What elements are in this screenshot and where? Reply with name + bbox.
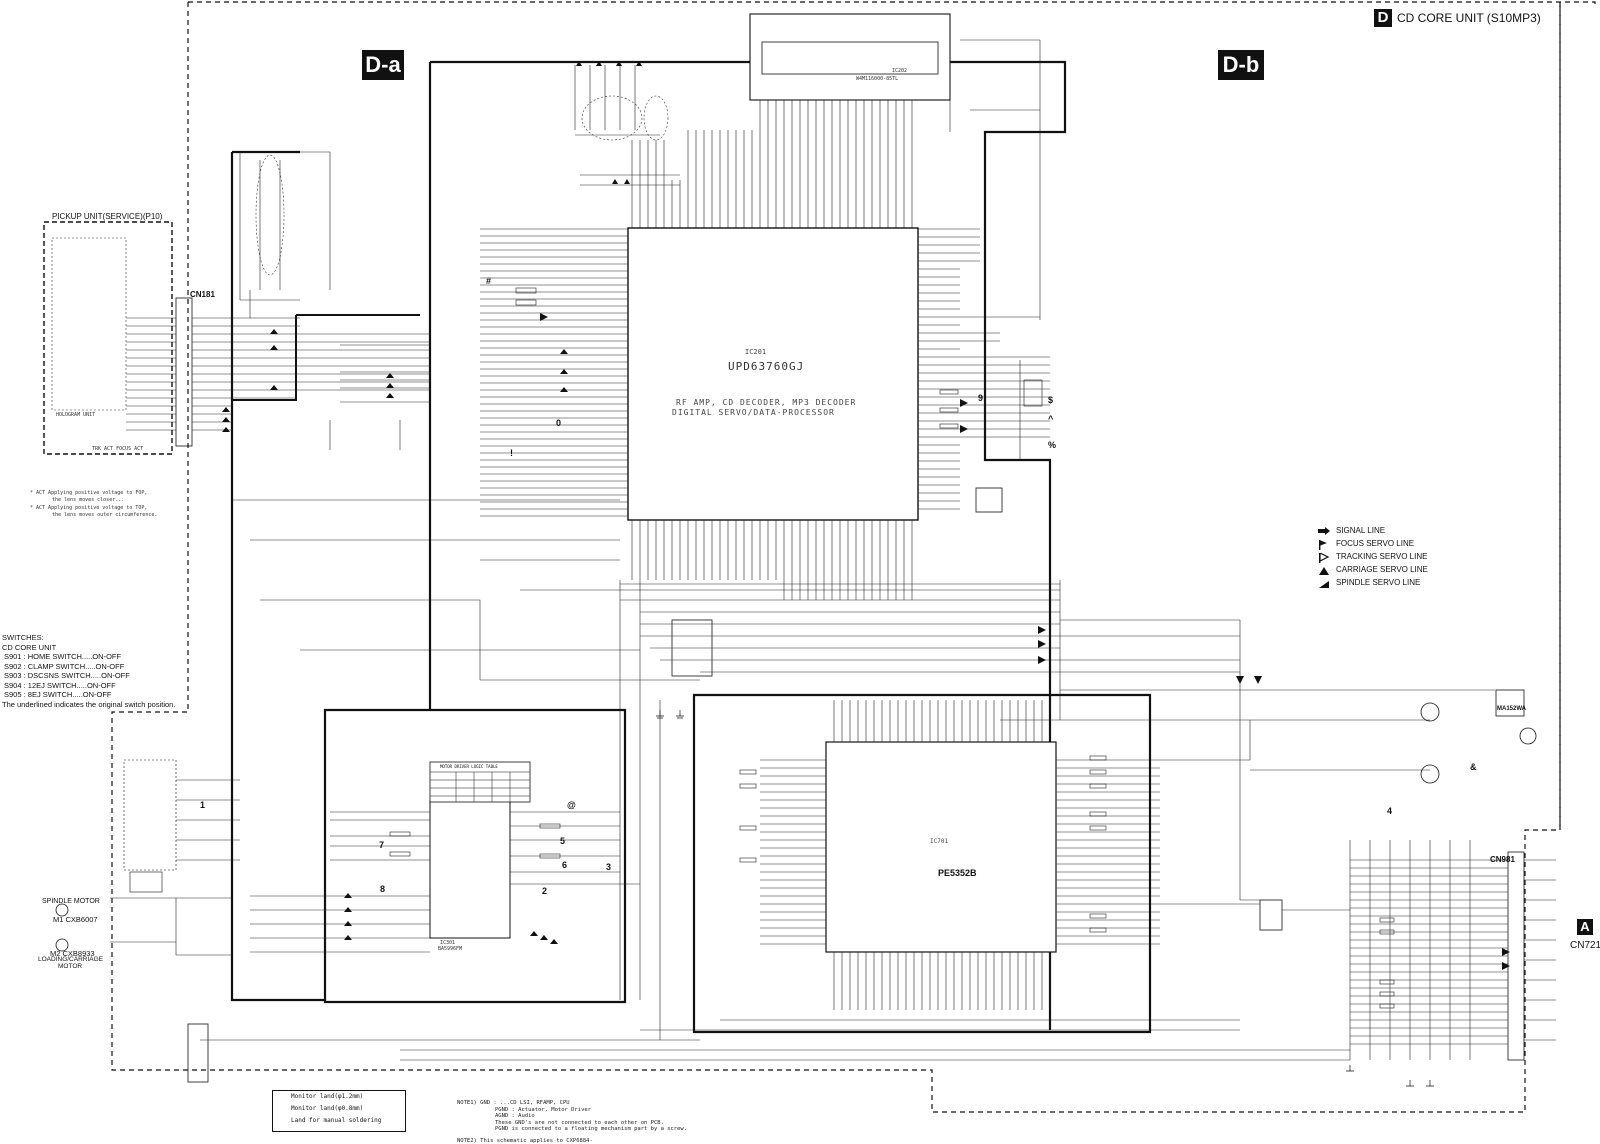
pickup-unit-box — [43, 221, 173, 455]
legend-signal-line: SIGNAL LINE — [1318, 526, 1385, 535]
legend-label: CARRIAGE SERVO LINE — [1336, 565, 1428, 574]
cn981-body — [1507, 851, 1525, 1061]
marker-caret: ^ — [1048, 414, 1054, 424]
marker-7: 7 — [379, 840, 385, 850]
monitor-land-large: Monitor land(φ1.2mm) — [291, 1093, 364, 1100]
pickup-unit-title: PICKUP UNIT(SERVICE)(P10) — [52, 212, 163, 221]
switch-s903: S903 : DSCSNS SWITCH.....ON-OFF — [4, 671, 130, 680]
ic701-part: PE5352B — [938, 868, 977, 878]
footnote-block: NOTE1) GND : ...CD LSI, RFAMP, CPU PGND … — [457, 1100, 687, 1133]
switches-unit: CD CORE UNIT — [2, 642, 57, 652]
arrow-right-icon — [1318, 526, 1330, 535]
section-db-tag: D-b — [1218, 50, 1264, 80]
marker-exclaim: ! — [510, 448, 513, 458]
ic201-body — [627, 227, 919, 521]
actuator-label: TRK ACT FOCUS ACT — [92, 446, 144, 452]
marker-9: 9 — [978, 393, 984, 403]
motor-driver-ic — [429, 799, 511, 939]
legend-label: SPINDLE SERVO LINE — [1336, 578, 1421, 587]
monitor-land-small: Monitor land(φ0.8mm) — [291, 1105, 364, 1112]
marker-0: 0 — [556, 418, 562, 428]
legend-focus-servo: FOCUS SERVO LINE — [1318, 539, 1415, 550]
note1-line3: AGND : Audio — [495, 1113, 535, 1120]
switch-s904: S904 : 12EJ SWITCH.....ON-OFF — [4, 680, 116, 690]
marker-6: 6 — [562, 860, 568, 870]
section-divider — [323, 62, 627, 1004]
motor-driver-table-title: MOTOR DRIVER LOGIC TABLE — [440, 764, 498, 769]
spindle-motor-part: M1 CXB6007 — [53, 915, 98, 924]
marker-5: 5 — [560, 836, 566, 846]
switch-s901: S901 : HOME SWITCH.....ON-OFF — [4, 652, 122, 661]
marker-3: 3 — [606, 862, 612, 872]
focus-servo-icon — [1318, 539, 1330, 550]
ic701-body — [825, 741, 1057, 953]
switches-note: The underlined indicates the original sw… — [2, 699, 176, 709]
note2: NOTE2) This schematic applies to CXP6884… — [457, 1138, 593, 1144]
cn181-body — [175, 297, 193, 447]
marker-2: 2 — [542, 886, 548, 896]
note1-line5: PGND is connected to a floating mechanis… — [495, 1126, 688, 1133]
monitor-legend-box: Monitor land(φ1.2mm) Monitor land(φ0.8mm… — [272, 1090, 406, 1132]
legend-tracking-servo: TRACKING SERVO LINE — [1318, 551, 1428, 563]
marker-4: 4 — [1387, 806, 1393, 816]
connector-cn721-label: CN721 — [1570, 940, 1600, 951]
ic201-desc-2: DIGITAL SERVO/DATA-PROCESSOR — [672, 408, 835, 417]
hologram-unit-label: HOLOGRAM UNIT — [56, 412, 96, 418]
loading-motor-title-1: LOADING/CARRIAGE — [38, 956, 104, 963]
tracking-servo-icon — [1318, 551, 1330, 563]
spindle-motor-title: SPINDLE MOTOR — [42, 898, 100, 905]
pickup-note-4: the lens moves outer circumference. — [52, 512, 158, 518]
pickup-note-1: * ACT Applying positive voltage to FOP, — [30, 490, 148, 496]
marker-hash: # — [486, 276, 492, 286]
loading-motor-title-2: MOTOR — [58, 963, 83, 970]
cn181-label: CN181 — [190, 290, 215, 299]
manual-solder-land: Land for manual soldering — [291, 1117, 382, 1124]
marker-8: 8 — [380, 884, 386, 894]
switches-block: SWITCHES: CD CORE UNIT S901 : HOME SWITC… — [2, 633, 175, 709]
legend-label: TRACKING SERVO LINE — [1336, 552, 1428, 561]
loading-motor-part: M2 CXB8933 — [50, 949, 95, 958]
legend-carriage-servo: CARRIAGE SERVO LINE — [1318, 565, 1428, 575]
switch-s902: S902 : CLAMP SWITCH.....ON-OFF — [4, 661, 125, 671]
pickup-note-2: the lens moves closer... — [52, 497, 125, 503]
switch-s905: S905 : 8EJ SWITCH.....ON-OFF — [4, 690, 112, 699]
carriage-servo-icon — [1318, 566, 1330, 575]
marker-ampersand: & — [1470, 762, 1477, 772]
marker-at: @ — [567, 800, 576, 810]
ic201-desc-1: RF AMP, CD DECODER, MP3 DECODER — [676, 398, 857, 407]
switches-title: SWITCHES: — [2, 633, 44, 642]
motor-driver-ic-ref: IC301 — [440, 940, 456, 946]
legend-label: SIGNAL LINE — [1336, 526, 1386, 535]
marker-percent: % — [1048, 440, 1057, 450]
note1-line4: These GND's are not connected to each ot… — [495, 1119, 664, 1126]
pickup-note-3: * ACT Applying positive voltage to TOP, — [30, 505, 148, 511]
ic201-ref: IC201 — [745, 348, 767, 356]
unit-title: CD CORE UNIT (S10MP3) — [1397, 11, 1541, 25]
legend-label: FOCUS SERVO LINE — [1336, 539, 1415, 548]
ic202-body — [749, 13, 951, 101]
ic701-ref: IC701 — [930, 838, 949, 845]
note1-line1: NOTE1) GND : ...CD LSI, RFAMP, CPU — [457, 1100, 570, 1106]
section-da-tag: D-a — [362, 50, 404, 80]
connector-a-badge: A — [1577, 919, 1593, 935]
motor-driver-ic-part: BA5996FM — [438, 946, 463, 952]
spindle-servo-icon — [1318, 579, 1330, 588]
ic202-ref: IC202 — [892, 68, 908, 74]
ic201-part: UPD63760GJ — [728, 360, 805, 373]
ma152wa-label: MA152WA — [1497, 706, 1527, 712]
unit-boundary — [111, 1, 1596, 1113]
note1-line2: PGND : Actuator, Motor Driver — [495, 1106, 592, 1113]
motor-driver-logic-table — [429, 761, 531, 803]
marker-dollar: $ — [1048, 395, 1054, 405]
legend-spindle-servo: SPINDLE SERVO LINE — [1318, 578, 1421, 588]
ic202-part: W4M116000-85TL — [856, 76, 899, 82]
cn981-label: CN981 — [1490, 855, 1515, 864]
unit-letter-badge: D — [1374, 9, 1392, 27]
marker-1: 1 — [200, 800, 206, 810]
